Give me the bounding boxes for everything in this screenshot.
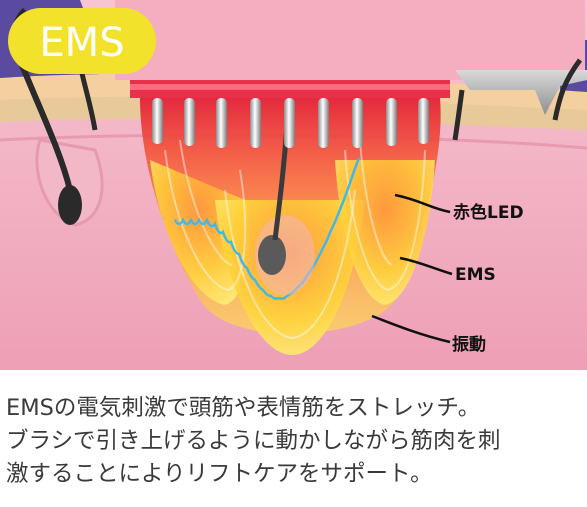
callout-line-led bbox=[394, 193, 451, 214]
ems-badge: EMS bbox=[8, 8, 156, 74]
ems-lobe-right bbox=[335, 160, 435, 305]
device-head bbox=[115, 0, 585, 80]
callout-label-led: 赤色LED bbox=[453, 202, 524, 223]
caption-line: ブラシで引き上げるように動かしながら筋肉を刺 bbox=[6, 428, 501, 454]
led-strip-highlight bbox=[130, 84, 450, 90]
caption: EMSの電気刺激で頭筋や表情筋をストレッチ。 ブラシで引き上げるように動かしなが… bbox=[6, 392, 584, 491]
vibration-wave bbox=[173, 157, 361, 300]
brush-pins bbox=[152, 98, 429, 148]
ems-lobe-left bbox=[150, 160, 249, 305]
callout-line-ems bbox=[399, 256, 453, 276]
ems-badge-label: EMS bbox=[39, 20, 124, 66]
hair-strand-right-2 bbox=[452, 89, 465, 141]
caption-line: EMSの電気刺激で頭筋や表情筋をストレッチ。 bbox=[6, 395, 481, 421]
hair-bulb-left bbox=[58, 185, 82, 225]
callout-label-vibration: 振動 bbox=[452, 334, 486, 355]
ems-field-lines bbox=[164, 139, 426, 340]
callout-line-vibration bbox=[371, 314, 451, 344]
hair-bulb-center bbox=[258, 235, 286, 275]
callout-label-ems: EMS bbox=[455, 265, 496, 285]
ems-illustration: 赤色LED EMS 振動 EMS bbox=[0, 0, 587, 370]
device-metal-edge bbox=[455, 70, 587, 115]
hair-strand-right bbox=[552, 58, 583, 121]
caption-line: 激することによりリフトケアをサポート。 bbox=[6, 461, 433, 487]
